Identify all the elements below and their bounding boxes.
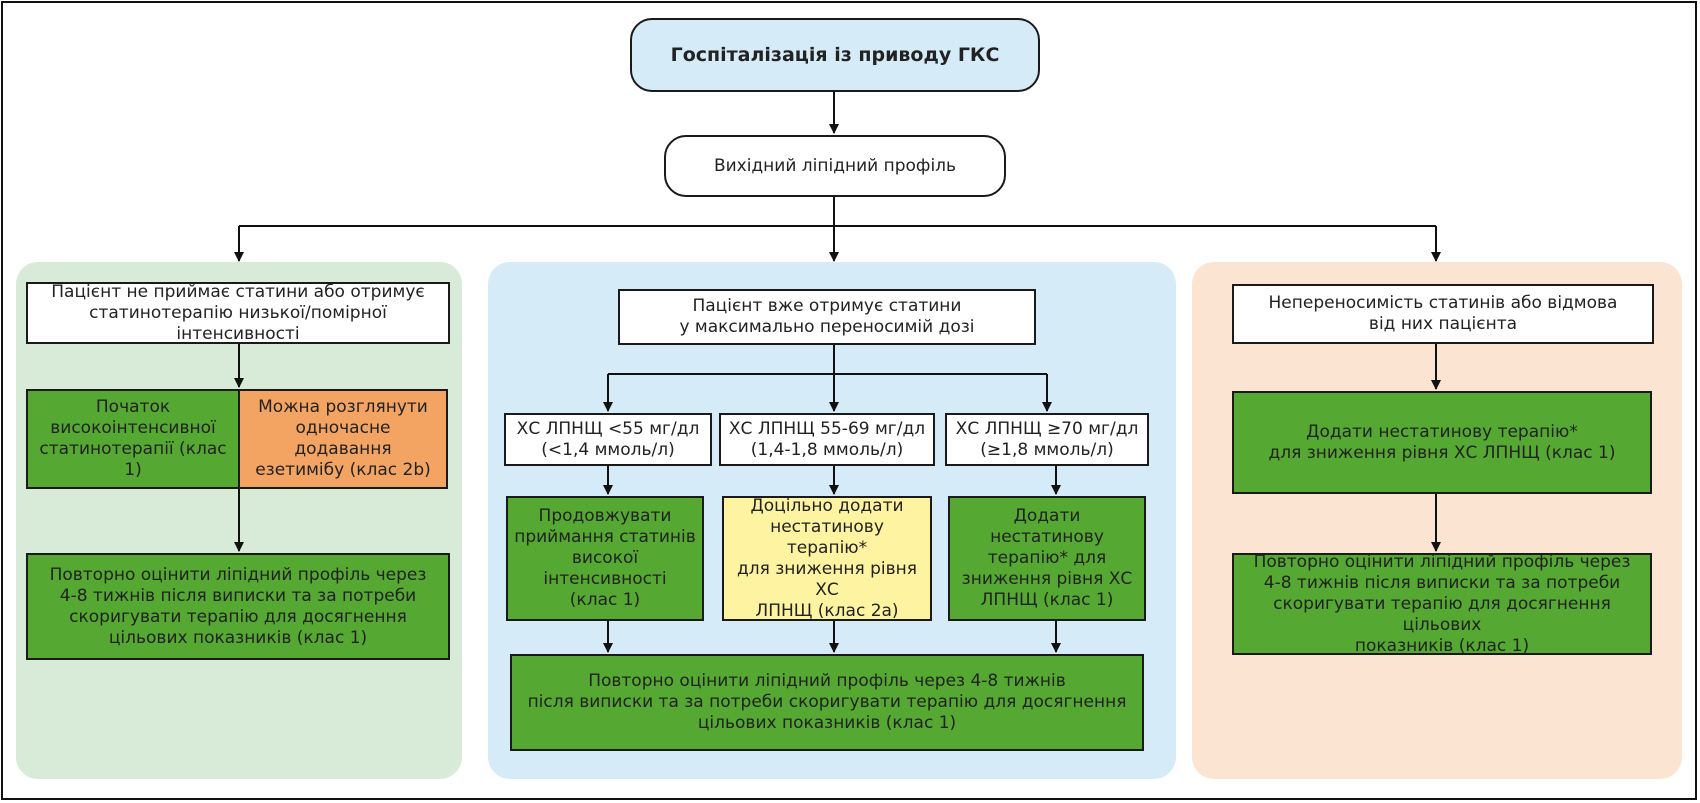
add-nonstatin-class1: Додати нестатинову терапію* для зниження… — [948, 496, 1146, 621]
left-consider-ezetimibe: Можна розглянути одночасне додавання езе… — [238, 389, 448, 489]
ldl-below-55: ХС ЛПНЩ <55 мг/дл (<1,4 ммоль/л) — [504, 413, 712, 466]
left-start-high-intensity: Початок високоінтенсивної статинотерапії… — [26, 389, 240, 489]
left-condition: Пацієнт не приймає статини або отримує с… — [26, 282, 450, 344]
middle-reassess: Повторно оцінити ліпідний профіль через … — [510, 654, 1144, 751]
right-condition: Непереносимість статинів або відмова від… — [1232, 284, 1654, 344]
ldl-55-69: ХС ЛПНЩ 55-69 мг/дл (1,4-1,8 ммоль/л) — [719, 413, 935, 466]
left-reassess: Повторно оцінити ліпідний профіль через … — [26, 553, 450, 660]
baseline-lipid-profile: Вихідний ліпідний профіль — [664, 135, 1006, 197]
right-reassess: Повторно оцінити ліпідний профіль через … — [1232, 552, 1652, 656]
right-add-nonstatin: Додати нестатинову терапію* для зниження… — [1232, 391, 1652, 494]
reasonable-add-nonstatin: Доцільно додати нестатинову терапію* для… — [722, 496, 932, 621]
ldl-70-plus: ХС ЛПНЩ ≥70 мг/дл (≥1,8 ммоль/л) — [945, 413, 1149, 466]
middle-condition: Пацієнт вже отримує статини у максимальн… — [618, 289, 1036, 345]
continue-high-intensity-statins: Продовжувати приймання статинів високої … — [506, 496, 704, 621]
title-hospitalization: Госпіталізація із приводу ГКС — [630, 18, 1040, 92]
